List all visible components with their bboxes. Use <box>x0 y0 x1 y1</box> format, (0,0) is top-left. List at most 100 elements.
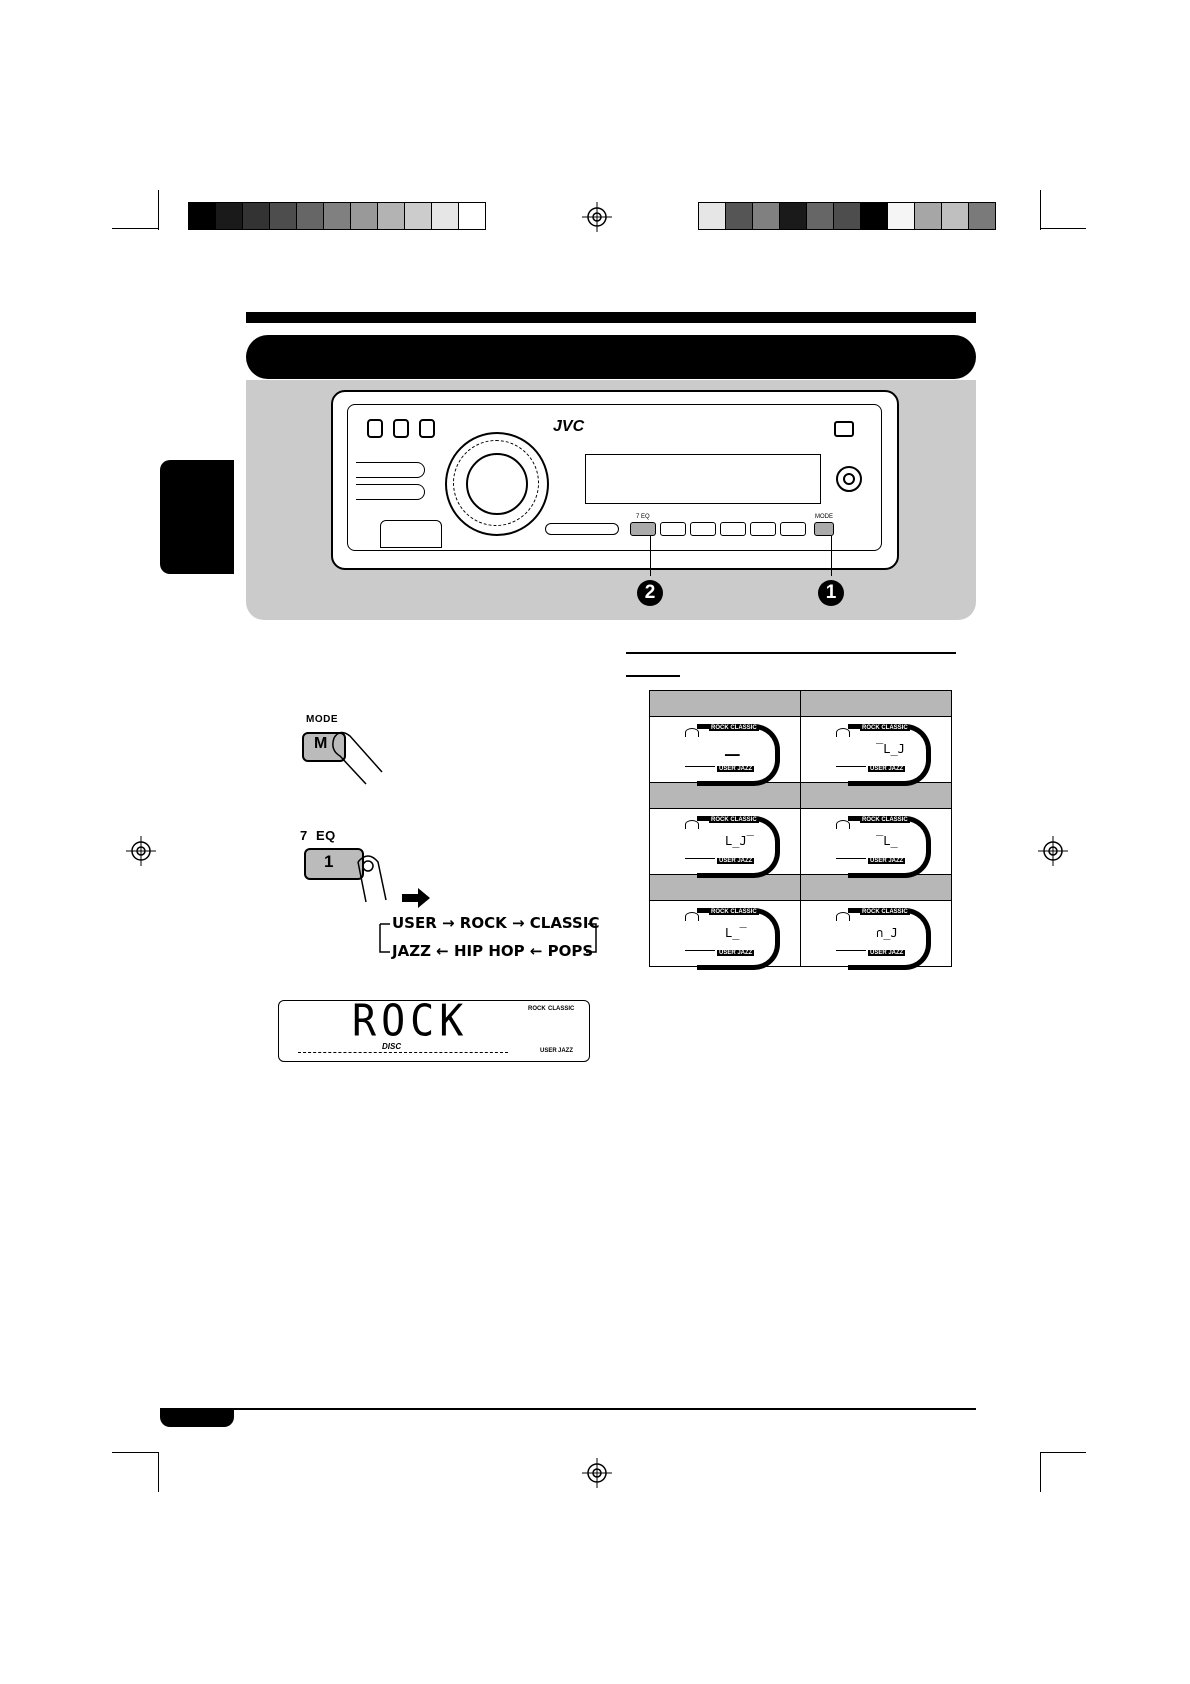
crop-mark <box>1040 1452 1041 1492</box>
eq-mini-line <box>836 857 866 859</box>
eq-mini-icon <box>685 911 699 921</box>
color-swatch <box>969 203 995 229</box>
title-rule <box>246 312 976 323</box>
color-swatch <box>324 203 351 229</box>
aux-jack[interactable] <box>836 466 862 492</box>
eq-mini-icon <box>836 911 850 921</box>
registration-mark-icon <box>582 202 612 232</box>
eject-button[interactable] <box>834 421 854 437</box>
callout-line <box>831 536 832 576</box>
eq-button-key: 1 <box>324 852 334 871</box>
eq-mini-display: ROCK CLASSIC USER JAZZ ‾L_ <box>816 814 936 878</box>
registration-mark-icon <box>126 836 156 866</box>
eq-mini-icon <box>836 727 850 737</box>
eq-mini-curve: ‾L_J <box>876 741 905 756</box>
aux-jack-center <box>843 473 855 485</box>
eq-mini-line <box>836 765 866 767</box>
lcd-segment-label: CLASSIC <box>548 1006 575 1012</box>
color-swatch <box>888 203 915 229</box>
eq-mini-label: ROCK CLASSIC <box>709 816 759 823</box>
color-swatch <box>189 203 216 229</box>
small-button[interactable] <box>419 419 435 438</box>
table-cell: ROCK CLASSIC USER JAZZ ‾L_ <box>800 808 952 878</box>
color-bar-left <box>188 202 486 230</box>
crop-mark <box>112 228 158 229</box>
table-header <box>649 782 801 809</box>
color-swatch <box>270 203 297 229</box>
mode-label: MODE <box>306 714 338 725</box>
eq-mini-label: USER JAZZ <box>868 857 906 864</box>
eq-mini-curve: ∩_J <box>876 925 898 940</box>
sequence-rock: ROCK <box>459 914 507 932</box>
eq-mini-curve: ‾L_ <box>876 833 898 848</box>
color-swatch <box>432 203 459 229</box>
preset-button[interactable] <box>720 522 746 536</box>
color-swatch <box>807 203 834 229</box>
volume-knob[interactable] <box>445 432 549 536</box>
small-button[interactable] <box>393 419 409 438</box>
lcd-mode-text: ROCK <box>352 995 469 1047</box>
registration-mark-icon <box>1038 836 1068 866</box>
preset-button[interactable] <box>660 522 686 536</box>
brand-logo: JVC <box>553 418 585 435</box>
lcd-underline <box>298 1052 508 1054</box>
volume-knob-ring <box>453 440 539 526</box>
preset-button-1[interactable] <box>630 522 656 536</box>
color-swatch <box>753 203 780 229</box>
sequence-classic: CLASSIC <box>529 914 600 932</box>
table-header <box>800 782 952 809</box>
disc-slot <box>545 523 619 535</box>
mode-button[interactable] <box>302 732 346 762</box>
color-swatch <box>861 203 888 229</box>
color-swatch <box>915 203 942 229</box>
eq-mini-label: ROCK CLASSIC <box>860 816 910 823</box>
sequence-row-1: USER → ROCK → CLASSIC <box>392 914 600 932</box>
finger-press-icon <box>357 855 387 903</box>
footer-rule <box>160 1408 976 1410</box>
lcd-segment-label: ROCK <box>528 1006 546 1012</box>
color-swatch <box>459 203 485 229</box>
side-button[interactable] <box>356 462 425 478</box>
language-tab <box>160 460 234 574</box>
side-button[interactable] <box>356 484 425 500</box>
crop-mark <box>158 1452 159 1492</box>
color-swatch <box>378 203 405 229</box>
eq-mini-curve: L_‾ <box>725 925 747 940</box>
eq-mini-label: USER JAZZ <box>717 857 755 864</box>
table-header <box>800 874 952 901</box>
preset-button[interactable] <box>750 522 776 536</box>
sequence-jazz: JAZZ <box>392 942 431 960</box>
callout-number-1: 1 <box>818 580 844 606</box>
sequence-hip-hop: HIP HOP <box>453 942 525 960</box>
small-button[interactable] <box>367 419 383 438</box>
sequence-pops: POPS <box>547 942 594 960</box>
crop-mark <box>1040 228 1086 229</box>
lcd-segment-label: USER <box>540 1048 557 1054</box>
preset-button[interactable] <box>780 522 806 536</box>
mode-button-small[interactable] <box>814 522 834 536</box>
lcd-disc-label: DISC <box>382 1042 402 1051</box>
arrow-right-icon <box>402 888 430 908</box>
unit-display <box>585 454 821 504</box>
color-swatch <box>216 203 243 229</box>
detach-button[interactable] <box>380 520 442 548</box>
preset-button[interactable] <box>690 522 716 536</box>
mode-button-key: M <box>314 735 328 752</box>
eq-mini-label: USER JAZZ <box>868 949 906 956</box>
eq-mini-label: USER JAZZ <box>717 765 755 772</box>
color-swatch <box>942 203 969 229</box>
eq-mini-label: ROCK CLASSIC <box>709 724 759 731</box>
registration-mark-icon <box>582 1458 612 1488</box>
lcd-display <box>278 1000 590 1062</box>
color-swatch <box>351 203 378 229</box>
table-header <box>800 690 952 717</box>
